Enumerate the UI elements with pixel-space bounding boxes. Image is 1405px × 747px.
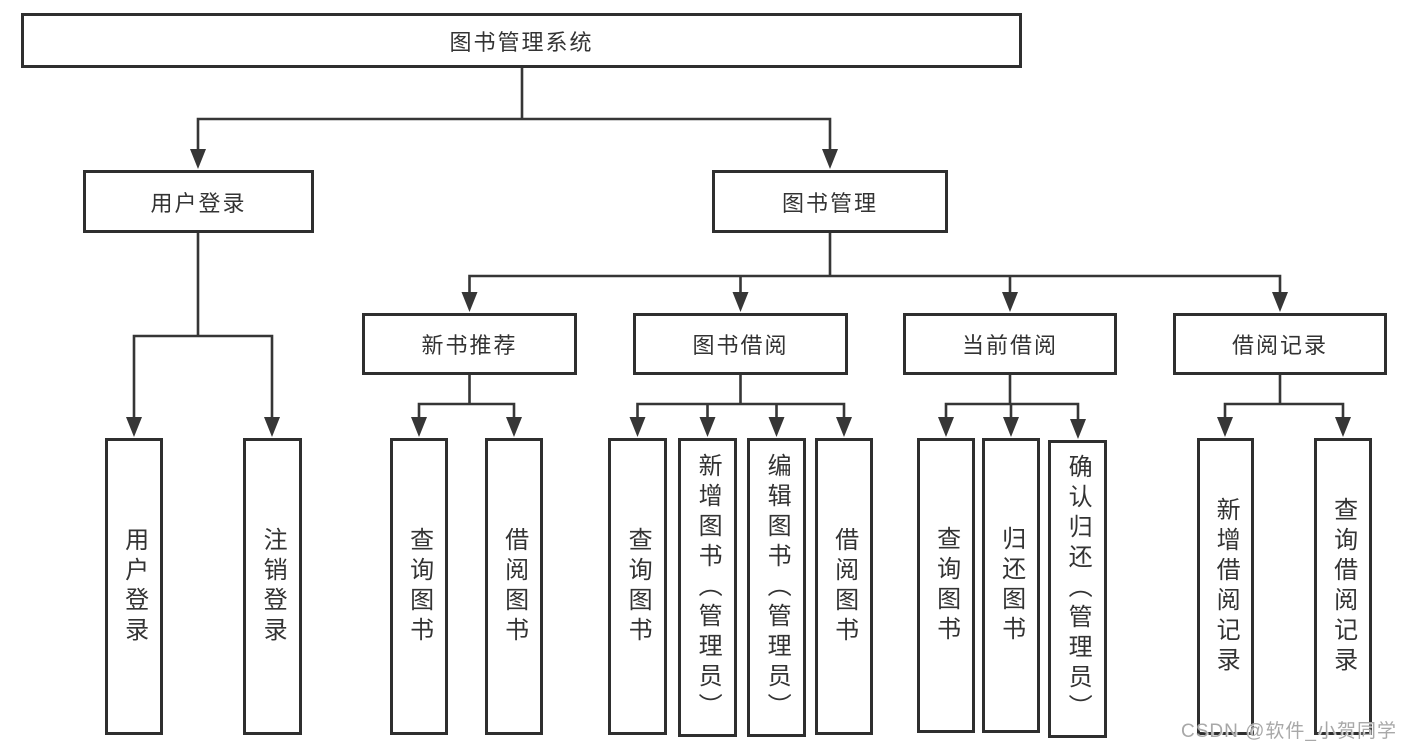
leaf-current-query-books: 查询图书	[917, 438, 975, 733]
leaf-label: 查询图书	[932, 525, 960, 646]
leaf-current-confirm-return-admin: 确认归还（管理员）	[1048, 440, 1107, 738]
leaf-recommend-borrow-books: 借阅图书	[485, 438, 543, 735]
leaf-label: 借阅图书	[830, 526, 858, 647]
leaf-label: 归还图书	[997, 525, 1025, 646]
leaf-user-login: 用户登录	[105, 438, 163, 735]
leaf-records-add-record: 新增借阅记录	[1197, 438, 1254, 735]
leaf-label: 用户登录	[120, 526, 148, 647]
node-user-login: 用户登录	[83, 170, 314, 233]
leaf-label: 注销登录	[259, 526, 287, 647]
leaf-borrow-query-books: 查询图书	[608, 438, 667, 735]
leaf-label: 查询图书	[624, 526, 652, 647]
leaf-borrow-add-books-admin: 新增图书（管理员）	[678, 438, 737, 737]
leaf-label: 确认归还（管理员）	[1064, 454, 1092, 724]
leaf-logout: 注销登录	[243, 438, 302, 735]
node-new-book-recommend: 新书推荐	[362, 313, 577, 375]
node-root: 图书管理系统	[21, 13, 1022, 68]
leaf-label: 新增图书（管理员）	[694, 452, 722, 723]
node-book-borrow: 图书借阅	[633, 313, 848, 375]
leaf-label: 借阅图书	[500, 526, 528, 647]
node-current-borrow: 当前借阅	[903, 313, 1117, 375]
leaf-label: 新增借阅记录	[1212, 496, 1240, 677]
leaf-label: 查询借阅记录	[1329, 496, 1357, 677]
watermark: CSDN @软件_小贺同学	[1181, 721, 1397, 742]
leaf-label: 编辑图书（管理员）	[763, 452, 791, 723]
leaf-borrow-borrow-books: 借阅图书	[815, 438, 873, 735]
node-book-management: 图书管理	[712, 170, 948, 233]
leaf-label: 查询图书	[405, 526, 433, 647]
node-borrow-records: 借阅记录	[1173, 313, 1387, 375]
leaf-records-query-record: 查询借阅记录	[1314, 438, 1372, 735]
leaf-borrow-edit-books-admin: 编辑图书（管理员）	[747, 438, 806, 737]
leaf-current-return-books: 归还图书	[982, 438, 1040, 733]
leaf-recommend-query-books: 查询图书	[390, 438, 448, 735]
